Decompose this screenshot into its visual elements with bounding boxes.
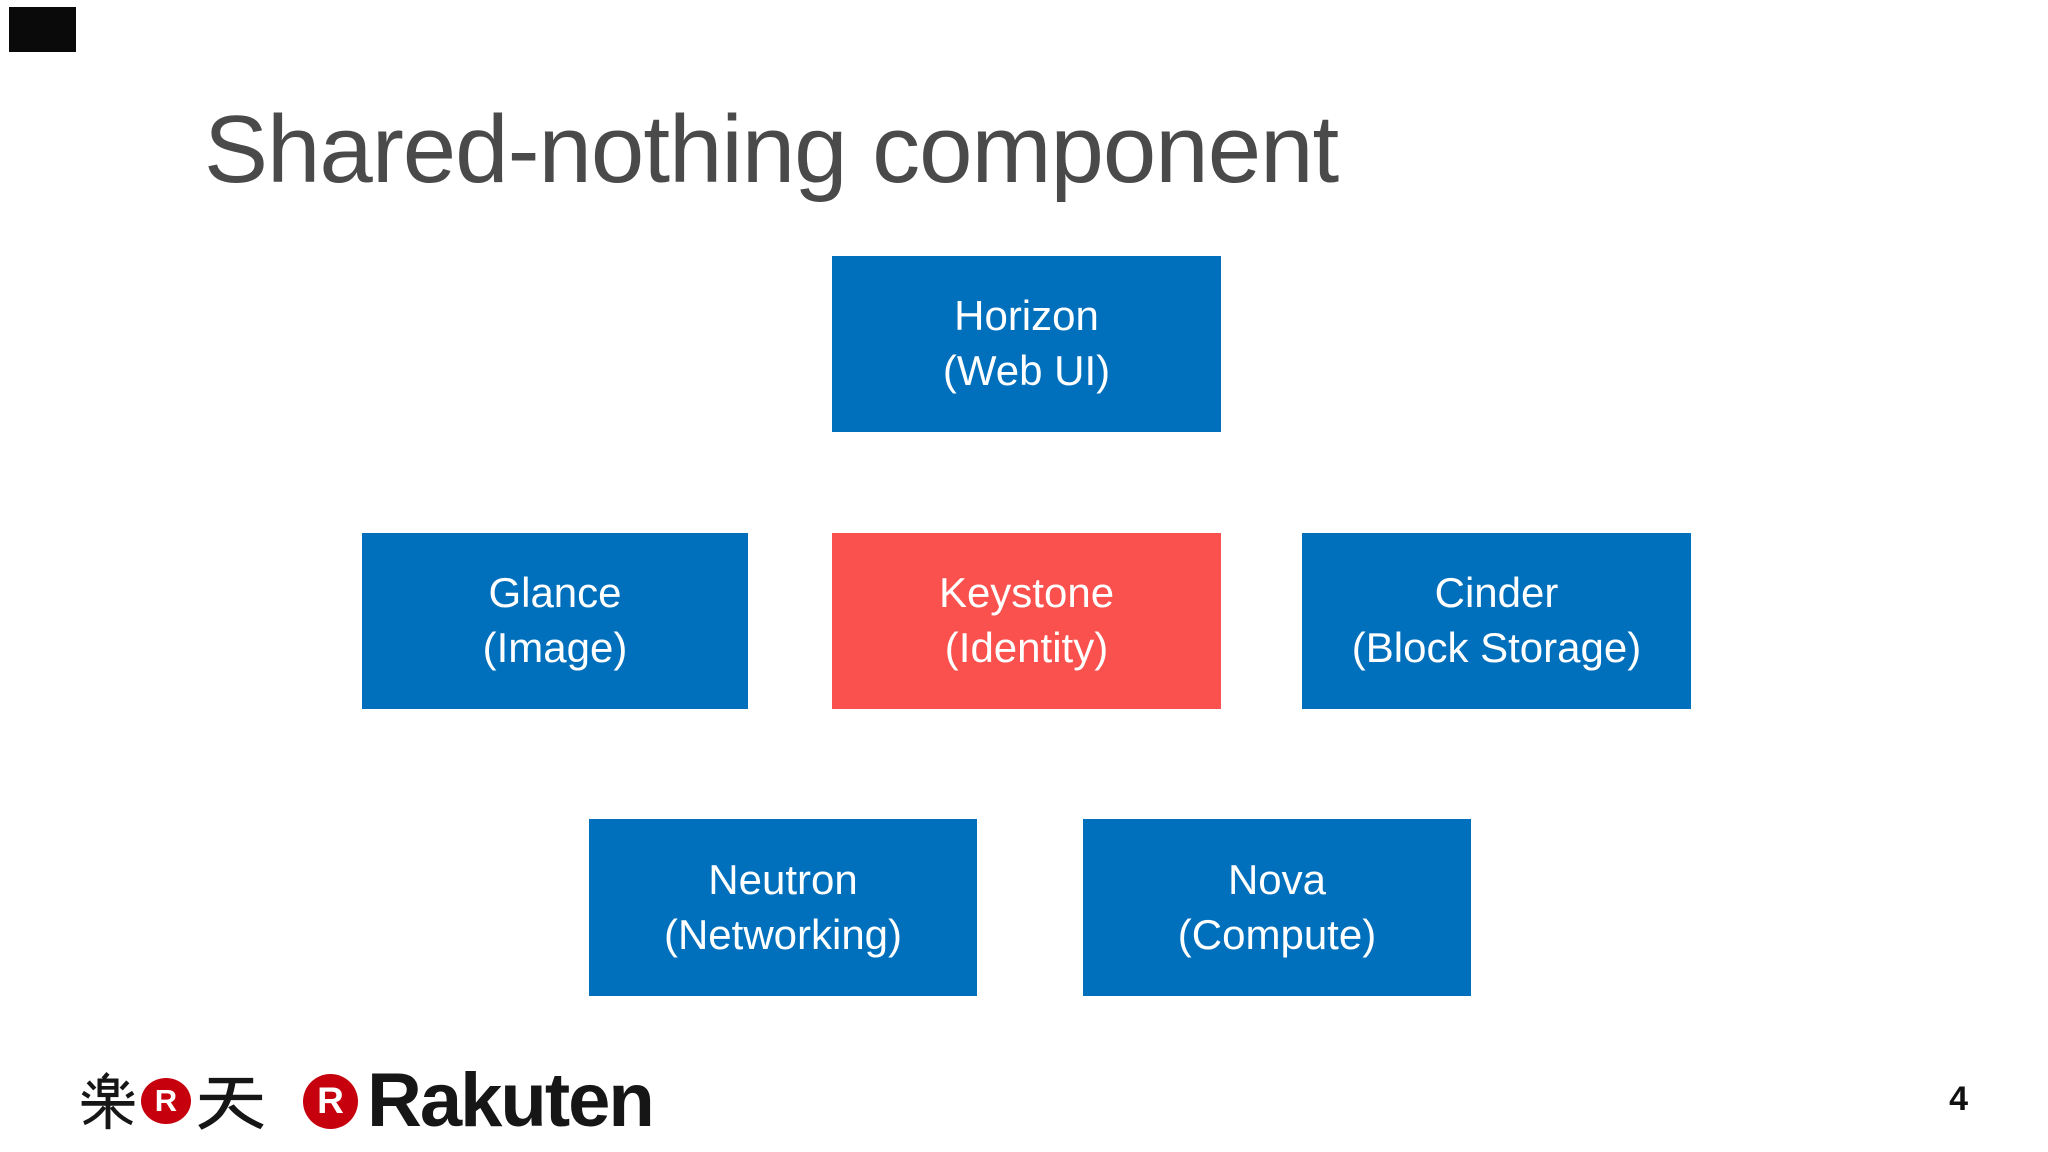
component-box-nova: Nova (Compute) bbox=[1083, 819, 1471, 996]
rakuten-kanji-logo: 楽 R 天 bbox=[78, 1071, 268, 1131]
component-box-glance: Glance (Image) bbox=[362, 533, 748, 709]
rakuten-r-letter: R bbox=[154, 1083, 178, 1118]
component-role: (Web UI) bbox=[942, 347, 1111, 394]
component-name: Horizon bbox=[954, 292, 1099, 340]
component-name: Keystone bbox=[938, 569, 1115, 617]
component-role: (Block Storage) bbox=[1351, 624, 1642, 671]
kanji-ten-icon bbox=[198, 1077, 264, 1130]
component-box-cinder: Cinder (Block Storage) bbox=[1302, 533, 1691, 709]
corner-artifact bbox=[9, 7, 76, 52]
footer: 楽 R 天 bbox=[78, 1058, 655, 1143]
component-box-keystone: Keystone (Identity) bbox=[832, 533, 1221, 709]
kanji-raku-icon bbox=[81, 1072, 135, 1130]
rakuten-wordmark: Rakuten bbox=[367, 1058, 655, 1143]
rakuten-r-letter: R bbox=[317, 1080, 344, 1121]
rakuten-r-badge: R bbox=[141, 1078, 191, 1124]
component-name: Nova bbox=[1227, 855, 1327, 903]
component-box-neutron: Neutron (Networking) bbox=[589, 819, 977, 996]
component-role: (Compute) bbox=[1177, 910, 1377, 958]
component-name: Cinder bbox=[1434, 569, 1559, 617]
rakuten-r-badge: R bbox=[303, 1073, 358, 1129]
slide-title: Shared-nothing component bbox=[204, 96, 1339, 203]
component-role: (Image) bbox=[482, 624, 628, 671]
component-role: (Networking) bbox=[663, 910, 903, 958]
component-name: Glance bbox=[488, 569, 622, 617]
component-role: (Identity) bbox=[944, 624, 1109, 671]
component-box-horizon: Horizon (Web UI) bbox=[832, 256, 1221, 432]
page-number: 4 bbox=[1949, 1080, 1968, 1118]
rakuten-wordmark-logo: R Rakuten bbox=[303, 1058, 655, 1143]
component-name: Neutron bbox=[708, 855, 858, 903]
